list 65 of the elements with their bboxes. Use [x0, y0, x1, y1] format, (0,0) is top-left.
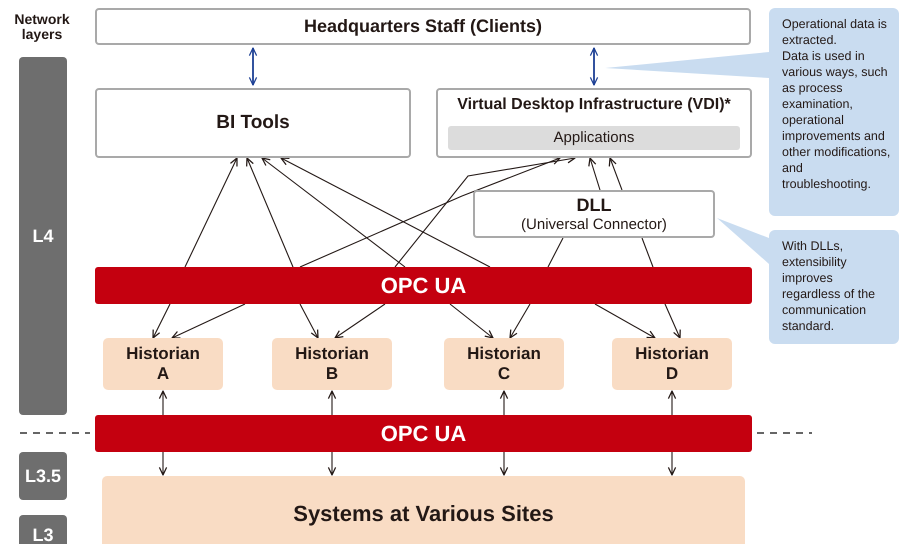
arrow — [500, 452, 508, 476]
node-label: Historian A — [125, 344, 201, 384]
node-label: Virtual Desktop Infrastructure (VDI)* — [457, 96, 731, 114]
historian-box — [272, 338, 392, 390]
protocol-bar — [95, 267, 752, 304]
infrastructure-box — [436, 88, 752, 158]
callout-pointer — [717, 218, 769, 264]
layer-bar — [19, 57, 67, 415]
callout-text: With DLLs, extensibility improves regardless of the communication standard. — [782, 238, 876, 334]
historian-box — [612, 338, 732, 390]
node-label: OPC UA — [380, 272, 466, 298]
arrow — [590, 47, 598, 86]
arrow — [328, 390, 336, 415]
application-bar — [448, 126, 740, 150]
historian-box — [444, 338, 564, 390]
arrow — [300, 156, 561, 268]
axis-title: Network layers — [13, 12, 71, 43]
node-label: Historian B — [294, 344, 370, 384]
arrow — [261, 157, 406, 268]
arrow — [588, 157, 601, 190]
layer-label: L3.5 — [24, 466, 62, 486]
arrow — [608, 157, 623, 190]
arrow — [500, 390, 508, 415]
arrow — [248, 47, 258, 86]
site-systems-box — [102, 476, 745, 544]
connector-box — [473, 190, 715, 238]
arrow — [334, 304, 386, 339]
arrow — [328, 452, 336, 476]
arrow — [664, 304, 681, 339]
node-label: Systems at Various Sites — [293, 501, 554, 527]
arrow — [152, 304, 170, 339]
callout-box — [769, 230, 899, 344]
arrow — [246, 157, 294, 268]
arrow — [450, 304, 494, 339]
layer-label: L3 — [32, 524, 54, 544]
arrow — [509, 304, 530, 339]
layer-label: L4 — [32, 226, 54, 246]
node-label: Headquarters Staff (Clients) — [304, 16, 542, 37]
node-label: Historian C — [466, 344, 542, 384]
callout-pointer — [605, 52, 769, 78]
callout-text: Operational data is extracted. — [782, 16, 888, 48]
arrow — [594, 304, 656, 339]
arrow — [300, 304, 319, 339]
arrow — [280, 157, 490, 268]
arrow — [668, 390, 676, 415]
tool-box — [95, 88, 411, 158]
arrow — [171, 304, 246, 339]
node-label: BI Tools — [216, 112, 290, 134]
subtitle: (Universal Connector) — [521, 216, 667, 233]
arrow — [668, 452, 676, 476]
node-label: DLL — [576, 195, 612, 216]
arrow — [158, 390, 168, 415]
arrow — [394, 155, 576, 268]
layer-bar — [19, 515, 67, 544]
protocol-bar — [95, 415, 752, 452]
historian-box — [103, 338, 223, 390]
arrow — [184, 157, 238, 268]
callout-box — [769, 8, 899, 216]
callout-text: Data is used in various ways, such as process examination, operational improvements and other modifications, and troubleshooting. — [782, 48, 891, 192]
client-box — [95, 8, 751, 45]
node-label: Applications — [554, 129, 634, 147]
node-label: OPC UA — [380, 420, 466, 446]
node-label: Historian D — [634, 344, 710, 384]
arrow — [158, 452, 168, 476]
layer-bar — [19, 452, 67, 500]
